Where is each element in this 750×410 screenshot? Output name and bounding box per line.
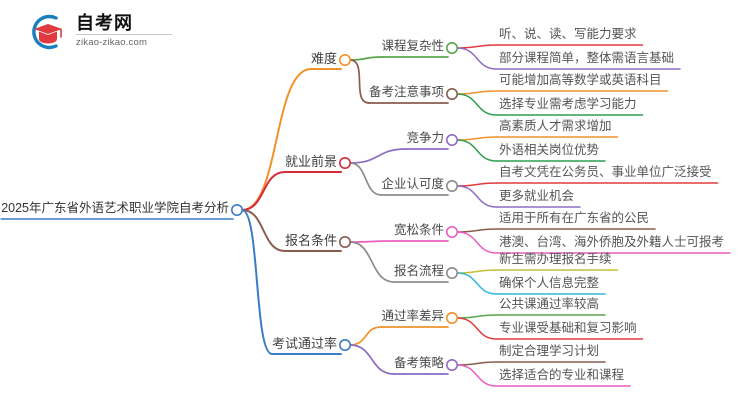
subbranch-node-label[interactable]: 备考注意事项 [368,85,444,99]
node-circle-group [231,41,458,371]
subbranch-node-label[interactable]: 企业认可度 [381,177,444,191]
subbranch-node-circle[interactable] [445,311,458,324]
branch-node-circle[interactable] [338,157,351,170]
leaf-node-label[interactable]: 适用于所有在广东省的公民 [499,211,650,225]
site-logo: 自考网 zikao-zikao.com [26,10,176,54]
branch-node-label[interactable]: 难度 [310,51,337,66]
leaf-node-label[interactable]: 自考文凭在公务员、事业单位广泛接受 [499,165,712,179]
leaf-node-label[interactable]: 外语相关岗位优势 [499,143,600,157]
subbranch-node-circle[interactable] [445,266,458,279]
subbranch-node-circle[interactable] [445,41,458,54]
subbranch-node-label[interactable]: 通过率差异 [381,309,444,323]
logo-divider [76,34,172,35]
leaf-node-label[interactable]: 专业课受基础和复习影响 [499,321,637,335]
leaf-node-label[interactable]: 新生需办理报名手续 [499,252,612,266]
subbranch-node-label[interactable]: 宽松条件 [393,223,444,237]
branch-node-circle[interactable] [338,338,351,351]
root-node-label[interactable]: 2025年广东省外语艺术职业学院自考分析 [1,201,229,215]
leaf-node-label[interactable]: 港澳、台湾、海外侨胞及外籍人士可报考 [499,235,725,249]
branch-node-label[interactable]: 就业前景 [284,154,337,169]
logo-title: 自考网 [76,13,133,33]
leaf-node-label[interactable]: 部分课程简单，整体需语言基础 [499,51,675,65]
subbranch-node-circle[interactable] [445,134,458,147]
subbranch-node-label[interactable]: 报名流程 [393,264,444,278]
subbranch-node-label[interactable]: 课程复杂性 [381,39,444,53]
branch-node-label[interactable]: 报名条件 [284,233,337,248]
leaf-node-label[interactable]: 高素质人才需求增加 [499,119,612,133]
subbranch-node-circle[interactable] [445,180,458,193]
leaf-node-label[interactable]: 确保个人信息完整 [499,276,600,290]
leaf-node-label[interactable]: 选择适合的专业和课程 [499,368,625,382]
graduation-cap-icon [32,14,62,50]
branch-node-circle[interactable] [338,236,351,249]
branch-node-label[interactable]: 考试通过率 [271,336,337,351]
logo-text: 自考网 zikao-zikao.com [76,13,176,49]
subbranch-node-label[interactable]: 竞争力 [406,131,444,145]
logo-subtitle: zikao-zikao.com [76,37,148,48]
leaf-node-label[interactable]: 可能增加高等数学或英语科目 [499,73,662,87]
leaf-node-label[interactable]: 听、说、读、写能力要求 [499,27,637,41]
leaf-node-label[interactable]: 制定合理学习计划 [499,344,600,358]
subbranch-node-circle[interactable] [445,88,458,101]
leaf-node-label[interactable]: 更多就业机会 [499,189,575,203]
subbranch-node-circle[interactable] [445,358,458,371]
subbranch-node-circle[interactable] [445,226,458,239]
edge-group [0,44,731,387]
subbranch-node-label[interactable]: 备考策略 [393,356,444,370]
root-node-circle[interactable] [231,204,244,217]
leaf-node-label[interactable]: 选择专业需考虑学习能力 [499,97,637,111]
leaf-node-label[interactable]: 公共课通过率较高 [499,297,600,311]
branch-node-circle[interactable] [338,53,351,66]
